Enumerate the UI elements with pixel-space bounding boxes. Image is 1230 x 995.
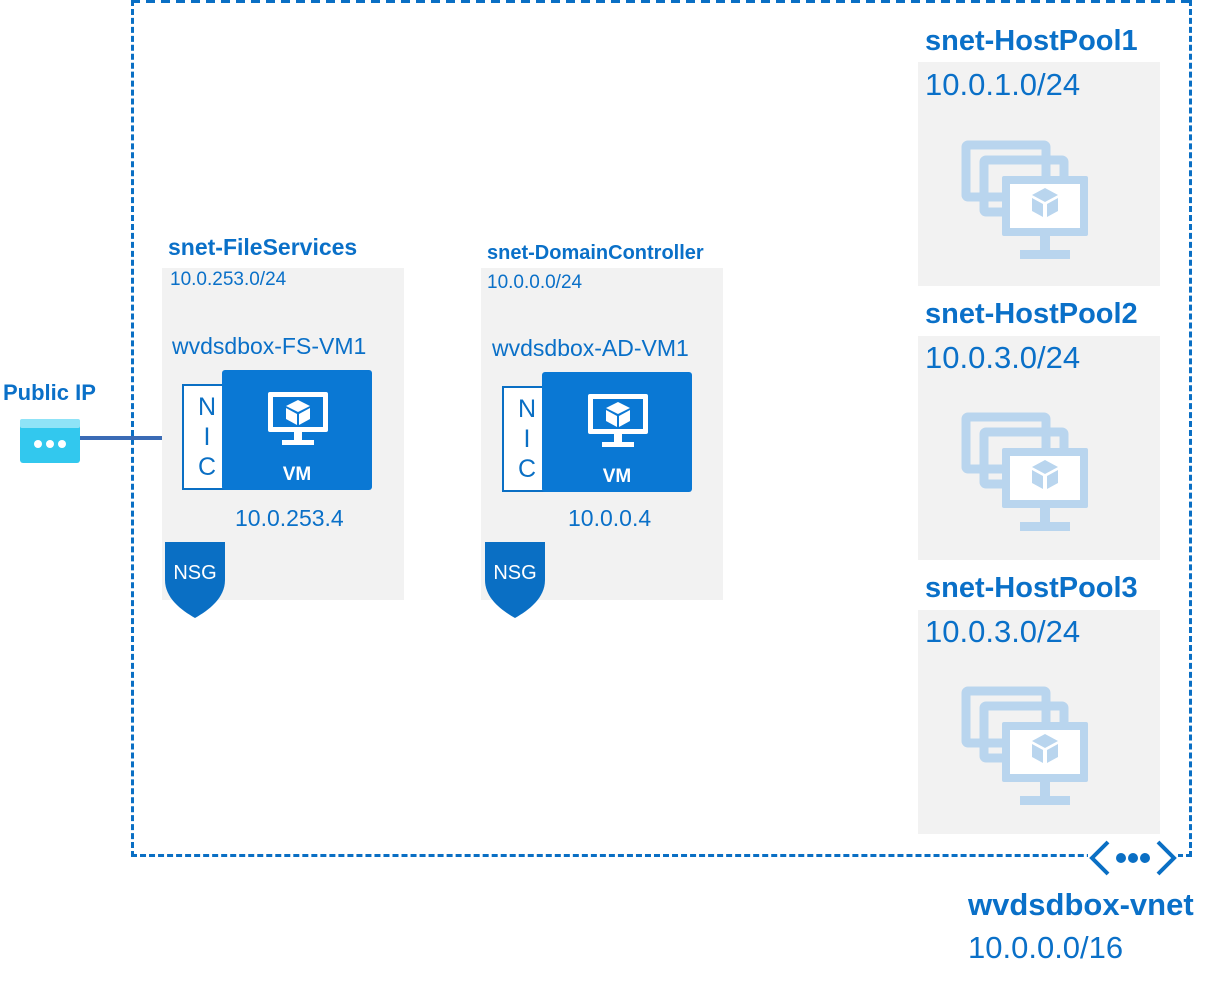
monitor-icon xyxy=(588,394,648,447)
nic-letter: I xyxy=(203,422,211,451)
hostpool1-name: snet-HostPool1 xyxy=(925,25,1138,57)
nsg-label: NSG xyxy=(493,562,537,584)
vm-label: VM xyxy=(602,466,632,487)
vm-scale-set-icon xyxy=(961,686,1088,805)
hostpool2-cidr: 10.0.3.0/24 xyxy=(925,340,1081,375)
hostpool3-name: snet-HostPool3 xyxy=(925,572,1138,604)
vm-scale-set-icon xyxy=(961,140,1088,259)
nsg-label: NSG xyxy=(173,562,217,584)
domaincontroller-subnet-cidr: 10.0.0.0/24 xyxy=(487,272,583,293)
fileservices-vm-ip: 10.0.253.4 xyxy=(235,505,344,531)
vnet-icon xyxy=(1088,836,1178,880)
nic-letter: N xyxy=(197,392,217,421)
domaincontroller-vm-name: wvdsdbox-AD-VM1 xyxy=(492,335,689,361)
domaincontroller-vm: VM xyxy=(542,372,692,492)
vm-label: VM xyxy=(282,464,312,485)
fileservices-subnet-name: snet-FileServices xyxy=(168,234,358,260)
fileservices-vm-name: wvdsdbox-FS-VM1 xyxy=(172,333,367,359)
monitor-icon xyxy=(268,392,328,445)
vnet-name: wvdsdbox-vnet xyxy=(968,887,1194,922)
nsg-shield-icon xyxy=(485,542,545,618)
fileservices-subnet-cidr: 10.0.253.0/24 xyxy=(170,269,287,290)
public-ip-label: Public IP xyxy=(3,380,96,405)
nic-letter: I xyxy=(523,424,531,453)
nic-letter: C xyxy=(517,454,537,483)
fileservices-nsg: NSG xyxy=(163,540,227,620)
nic-letter: N xyxy=(517,394,537,423)
domaincontroller-vm-ip: 10.0.0.4 xyxy=(568,505,652,531)
hostpool2-name: snet-HostPool2 xyxy=(925,298,1138,330)
public-ip-icon xyxy=(20,419,80,463)
fileservices-vm: VM xyxy=(222,370,372,490)
domaincontroller-subnet-name: snet-DomainController xyxy=(487,242,704,264)
public-ip-connector xyxy=(80,436,184,440)
vm-scale-set-icon xyxy=(961,412,1088,531)
hostpool1-cidr: 10.0.1.0/24 xyxy=(925,67,1081,102)
hostpool1-panel xyxy=(918,62,1160,286)
vnet-boundary xyxy=(131,0,1192,857)
nic-letter: C xyxy=(197,452,217,481)
vnet-boundary-top xyxy=(131,0,1192,3)
nsg-shield-icon xyxy=(165,542,225,618)
vnet-cidr: 10.0.0.0/16 xyxy=(968,930,1124,965)
hostpool3-cidr: 10.0.3.0/24 xyxy=(925,614,1081,649)
domaincontroller-nsg: NSG xyxy=(483,540,547,620)
